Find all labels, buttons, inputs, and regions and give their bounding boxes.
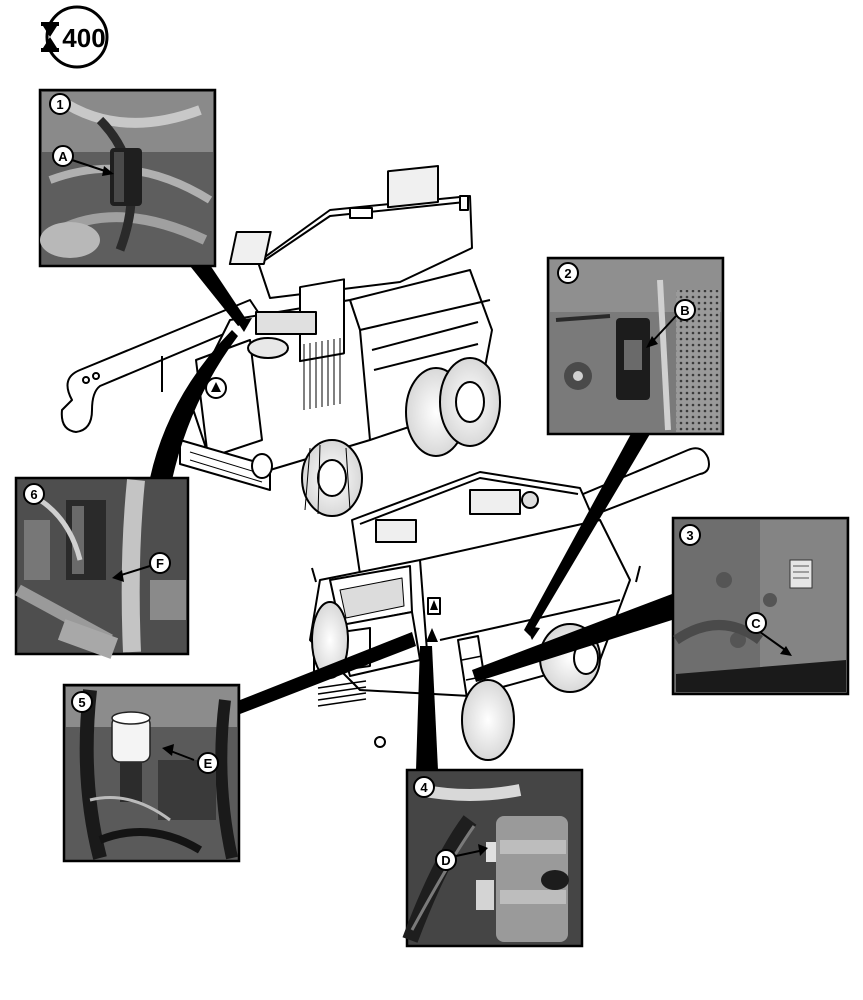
- inset-panel-6: [14, 476, 190, 659]
- inset-number-3: 3: [679, 524, 701, 546]
- callout-c: C: [745, 612, 767, 634]
- svg-text:5: 5: [78, 695, 85, 710]
- svg-text:2: 2: [564, 266, 571, 281]
- inset-number-6: 6: [23, 483, 45, 505]
- callout-b: B: [674, 299, 696, 321]
- inset-panel-2: [546, 256, 725, 436]
- svg-text:F: F: [156, 556, 164, 571]
- inset-panel-5: [62, 683, 241, 863]
- deere-logo-icon: [205, 377, 227, 399]
- hourglass-icon: [41, 22, 59, 52]
- callout-d: D: [435, 849, 457, 871]
- service-interval-badge: 400: [41, 5, 109, 69]
- inset-panel-4: [402, 768, 584, 948]
- svg-text:6: 6: [30, 487, 37, 502]
- inset-number-4: 4: [413, 776, 435, 798]
- callout-a: A: [52, 145, 74, 167]
- inset-number-5: 5: [71, 691, 93, 713]
- callout-e: E: [197, 752, 219, 774]
- svg-text:E: E: [204, 756, 213, 771]
- svg-text:1: 1: [56, 97, 63, 112]
- service-interval-text: 400: [62, 23, 105, 53]
- svg-text:4: 4: [420, 780, 428, 795]
- inset-number-2: 2: [557, 262, 579, 284]
- svg-text:B: B: [680, 303, 689, 318]
- svg-text:A: A: [58, 149, 68, 164]
- callout-f: F: [149, 552, 171, 574]
- svg-text:3: 3: [686, 528, 693, 543]
- inset-number-1: 1: [49, 93, 71, 115]
- leader-wedges: [150, 262, 672, 770]
- leader-arrowheads: [236, 318, 540, 642]
- deere-logo-icon: [427, 597, 441, 615]
- inset-panel-3: [671, 516, 850, 696]
- combine-rear-view: [60, 164, 501, 517]
- svg-text:D: D: [441, 853, 450, 868]
- inset-panel-1: [38, 88, 217, 268]
- svg-text:C: C: [751, 616, 761, 631]
